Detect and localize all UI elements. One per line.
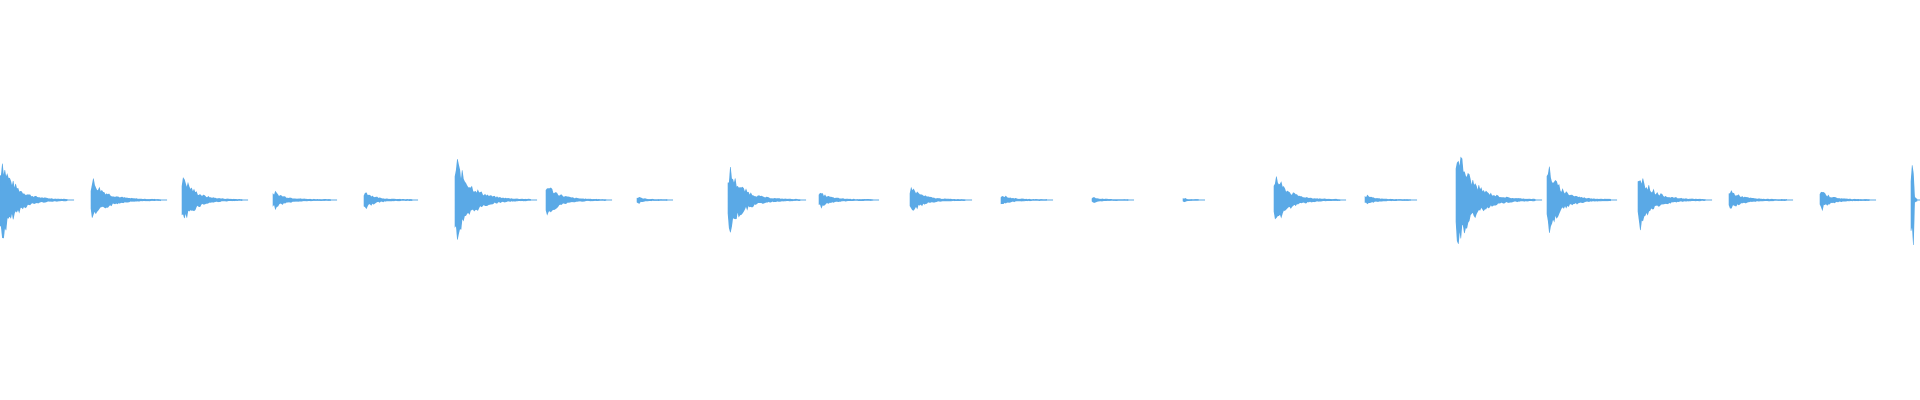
waveform-transients bbox=[0, 156, 1920, 246]
waveform-transient bbox=[1637, 178, 1706, 231]
waveform-transient bbox=[909, 186, 966, 211]
waveform-transient bbox=[363, 192, 413, 210]
waveform-transient bbox=[1455, 156, 1536, 244]
waveform-transient bbox=[90, 178, 161, 218]
waveform-transient bbox=[0, 163, 68, 239]
waveform-transient bbox=[181, 177, 243, 219]
waveform-transient bbox=[1819, 191, 1870, 212]
waveform-transient bbox=[818, 192, 874, 209]
waveform-transient bbox=[1273, 176, 1341, 220]
waveform-transient bbox=[454, 159, 531, 240]
waveform-transient bbox=[1910, 165, 1918, 246]
waveform-transient bbox=[545, 187, 607, 216]
